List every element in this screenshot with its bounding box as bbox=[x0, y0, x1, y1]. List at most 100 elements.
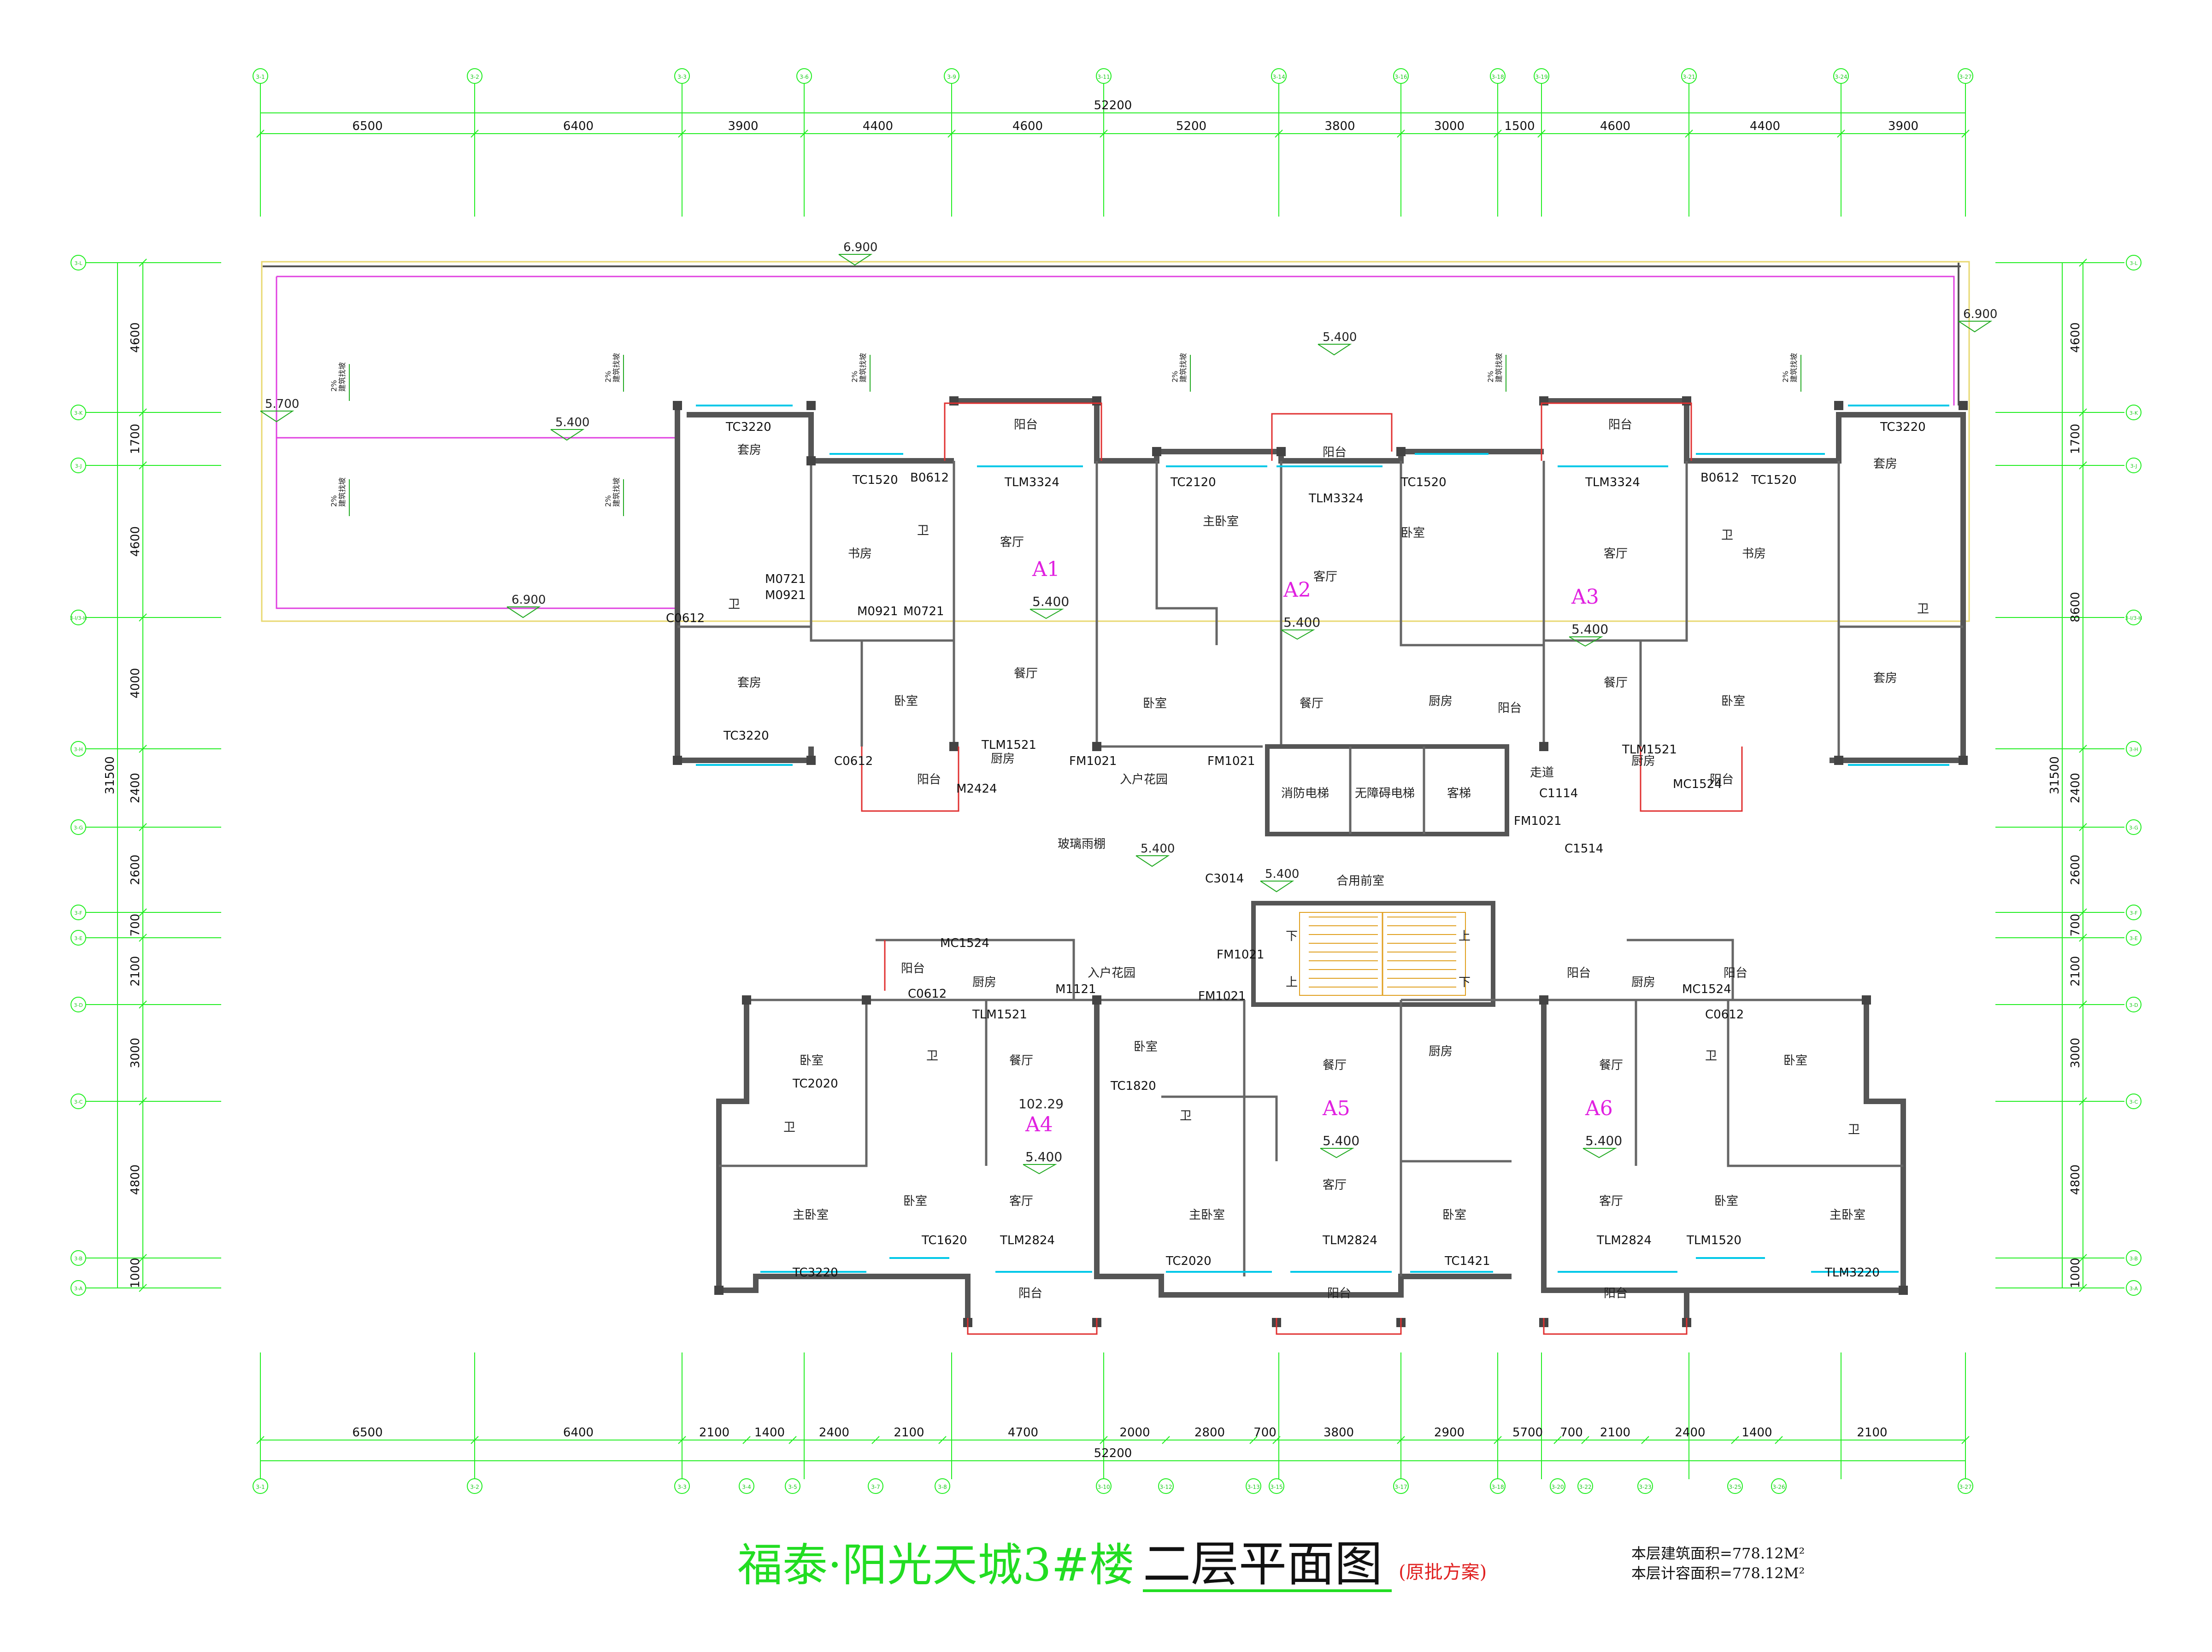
door-code: TC1820 bbox=[1110, 1079, 1156, 1093]
grid-bubble-bottom bbox=[1771, 1478, 1787, 1494]
door-code: TC2020 bbox=[792, 1077, 838, 1091]
room-dining-a5: 餐厅 bbox=[1323, 1058, 1347, 1072]
grid-label-bottom: 3-12 bbox=[1159, 1484, 1172, 1490]
dim-total: 52200 bbox=[1094, 1446, 1132, 1460]
room-balcony-a6: 阳台 bbox=[1567, 966, 1591, 980]
door-code: MC1524 bbox=[1682, 982, 1731, 996]
door-code: TC1520 bbox=[852, 473, 898, 487]
unit-id-a5: A5 bbox=[1322, 1097, 1350, 1120]
room-bedroom-a4: 卧室 bbox=[800, 1054, 824, 1068]
grid-bubble-top bbox=[1833, 68, 1849, 84]
door-code: C3014 bbox=[1205, 872, 1244, 886]
dim-total: 52200 bbox=[1094, 99, 1132, 112]
room-wc-a6: 卫 bbox=[1705, 1049, 1717, 1063]
level-roof-top: 6.900 bbox=[843, 241, 877, 254]
room-wc-a5: 卫 bbox=[1180, 1109, 1192, 1123]
room-master-a4: 主卧室 bbox=[793, 1208, 829, 1222]
unit-area-a2: 5.400 bbox=[1283, 615, 1320, 630]
dim-segment: 4600 bbox=[1600, 119, 1630, 133]
slope-note: 建筑找坡 bbox=[338, 477, 347, 507]
grid-label-left: 3-D bbox=[74, 1002, 82, 1008]
door-code: TC1421 bbox=[1444, 1254, 1490, 1268]
dim-segment-v: 2400 bbox=[2069, 773, 2083, 803]
level-roof-bottom: 6.900 bbox=[512, 593, 546, 607]
slope-note: 2% bbox=[1781, 371, 1790, 382]
dim-segment: 700 bbox=[1253, 1426, 1277, 1440]
dim-segment: 2400 bbox=[819, 1426, 849, 1440]
dim-segment-v: 1700 bbox=[2069, 423, 2083, 454]
grid-bubble-left bbox=[71, 1280, 86, 1296]
door-code: M0921 bbox=[857, 605, 898, 618]
room-dining-a3: 餐厅 bbox=[1604, 676, 1628, 690]
unit-extra-a4: 102.29 bbox=[1018, 1096, 1064, 1111]
room-bedroom-a6b: 卧室 bbox=[1714, 1194, 1738, 1208]
unit-area-a5: 5.400 bbox=[1323, 1133, 1359, 1148]
grid-label-bottom: 3-1 bbox=[256, 1484, 265, 1490]
room-wc-a6b: 卫 bbox=[1848, 1123, 1860, 1137]
slope-note: 2% bbox=[1486, 371, 1495, 382]
grid-label-bottom: 3-13 bbox=[1247, 1484, 1259, 1490]
room-living-a3: 客厅 bbox=[1604, 547, 1628, 561]
grid-label-top: 3-2 bbox=[470, 74, 479, 80]
grid-label-bottom: 3-2 bbox=[470, 1484, 479, 1490]
grid-bubble-left bbox=[71, 997, 86, 1012]
dim-segment: 1500 bbox=[1504, 119, 1535, 133]
grid-bubble-bottom bbox=[1637, 1478, 1653, 1494]
title-note: (原批方案) bbox=[1399, 1562, 1487, 1583]
slope-note: 建筑找坡 bbox=[612, 353, 621, 382]
dim-segment: 2900 bbox=[1434, 1426, 1465, 1440]
grid-label-top: 3-19 bbox=[1535, 74, 1547, 80]
grid-bubble-bottom bbox=[1269, 1478, 1284, 1494]
grid-bubble-bottom bbox=[1577, 1478, 1593, 1494]
grid-bubble-top bbox=[674, 68, 690, 84]
door-code: MC1524 bbox=[1673, 777, 1722, 791]
dim-segment: 3000 bbox=[1434, 119, 1465, 133]
slope-note: 2% bbox=[850, 371, 859, 382]
grid-bubble-bottom bbox=[1246, 1478, 1261, 1494]
level-roof-left: 5.700 bbox=[265, 397, 299, 411]
stat-plot-area: 本层计容面积=778.12M² bbox=[1631, 1564, 1805, 1582]
grid-bubble-bottom bbox=[1158, 1478, 1174, 1494]
grid-label-bottom: 3-25 bbox=[1729, 1484, 1741, 1490]
room-corridor: 走道 bbox=[1530, 766, 1554, 780]
grid-label-left: 3-H bbox=[74, 747, 82, 753]
room-suite-4: 套房 bbox=[1873, 671, 1897, 685]
level-roof-right: 6.900 bbox=[1963, 307, 1997, 321]
door-code: TLM2824 bbox=[1000, 1234, 1055, 1247]
door-code: TC1620 bbox=[921, 1234, 967, 1247]
room-balcony-a2b: 阳台 bbox=[1498, 701, 1522, 715]
door-code: TC3220 bbox=[723, 729, 769, 743]
door-code: C0612 bbox=[1705, 1008, 1744, 1022]
grid-label-left: 3-J bbox=[75, 463, 82, 469]
room-balcony-a2: 阳台 bbox=[1323, 446, 1347, 459]
grid-bubble-right bbox=[2126, 930, 2141, 946]
room-balcony-a3: 阳台 bbox=[1608, 418, 1632, 432]
door-code: TC3220 bbox=[1880, 420, 1926, 434]
unit-area-a6: 5.400 bbox=[1585, 1133, 1622, 1148]
grid-label-top: 3-27 bbox=[1959, 74, 1971, 80]
grid-bubble-top bbox=[944, 68, 959, 84]
door-code: B0612 bbox=[910, 471, 949, 485]
dim-segment: 2400 bbox=[1675, 1426, 1705, 1440]
grid-bubble-top bbox=[1271, 68, 1287, 84]
door-code: M0921 bbox=[765, 588, 806, 602]
dim-segment: 2100 bbox=[1600, 1426, 1630, 1440]
grid-bubble-bottom bbox=[1727, 1478, 1743, 1494]
room-bedroom-a3: 卧室 bbox=[1721, 694, 1745, 708]
level-corridor-b: 5.400 bbox=[1265, 867, 1299, 881]
grid-bubble-left bbox=[71, 458, 86, 473]
dim-segment: 6500 bbox=[352, 119, 382, 133]
stair-up-1: 上 bbox=[1459, 929, 1471, 943]
grid-bubble-left bbox=[71, 255, 86, 270]
room-balcony-a3b: 阳台 bbox=[1710, 773, 1734, 787]
dim-segment-v: 2600 bbox=[129, 854, 142, 885]
unit-id-a2: A2 bbox=[1283, 578, 1311, 602]
dim-segment: 4400 bbox=[863, 119, 893, 133]
level-corridor-a: 5.400 bbox=[1141, 842, 1175, 856]
dim-segment-v: 4600 bbox=[2069, 322, 2083, 353]
door-code: FM1021 bbox=[1514, 814, 1562, 828]
door-code: B0612 bbox=[1700, 471, 1739, 485]
